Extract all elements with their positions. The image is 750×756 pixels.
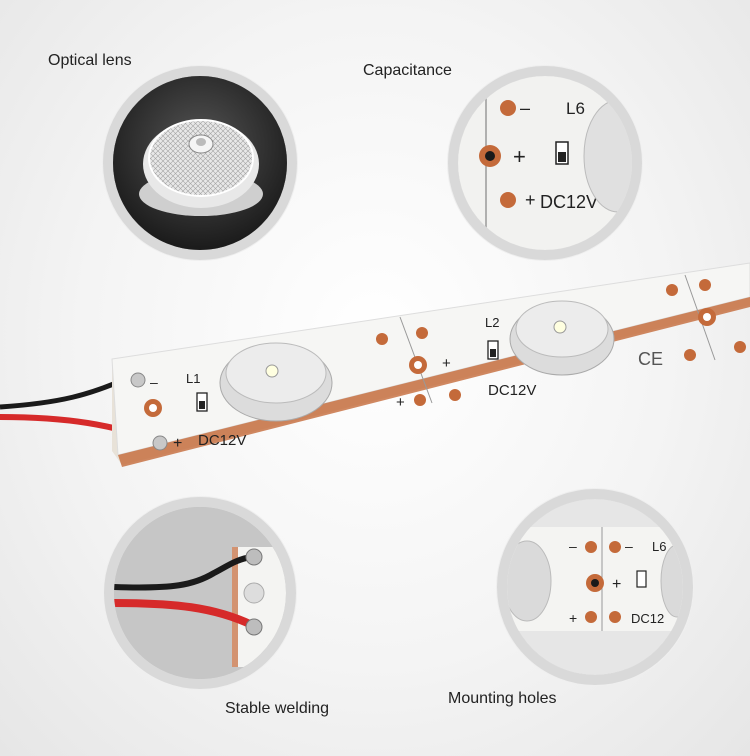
mount-zoom-minus-1: – — [569, 538, 577, 554]
mount-zoom-plus-1: + — [612, 576, 621, 593]
mounting-holes-label: Mounting holes — [448, 690, 557, 707]
strip-voltage-label-2: DC12V — [488, 382, 536, 399]
svg-text:+: + — [525, 190, 536, 210]
capacitance-zoom: – + + L6 DC12V — [448, 66, 642, 260]
mount-zoom-voltage-label: DC12 — [631, 611, 664, 626]
capacitance-label: Capacitance — [363, 62, 452, 79]
mounting-holes-zoom: – – + + L6 DC12 — [497, 489, 693, 685]
stable-welding-zoom — [104, 497, 296, 689]
black-wire — [0, 374, 132, 410]
optical-lens-photo — [113, 76, 287, 250]
svg-text:–: – — [520, 98, 530, 118]
stable-welding-photo — [114, 507, 286, 679]
strip-plus-2: + — [442, 355, 451, 372]
strip-led-label-1: L1 — [186, 371, 200, 386]
ce-mark: CE — [638, 349, 663, 369]
cap-zoom-voltage-label: DC12V — [540, 192, 598, 212]
strip-led-label-2: L2 — [485, 315, 499, 330]
mount-zoom-minus-2: – — [625, 538, 633, 554]
cap-zoom-led-label: L6 — [566, 99, 585, 118]
mount-zoom-plus-2: + — [569, 610, 577, 626]
capacitance-photo: – + + L6 DC12V — [458, 76, 632, 250]
mount-zoom-led-label: L6 — [652, 539, 666, 554]
optical-lens-label: Optical lens — [48, 52, 132, 69]
stable-welding-label: Stable welding — [225, 700, 330, 717]
led-strip-photo: – + + + L1 DC12V L2 DC12V CE — [0, 255, 750, 480]
strip-voltage-label-1: DC12V — [198, 432, 246, 449]
mounting-holes-photo: – – + + L6 DC12 — [507, 499, 683, 675]
strip-plus-1: + — [173, 435, 182, 452]
strip-minus-1: – — [150, 374, 158, 390]
optical-lens-zoom — [103, 66, 297, 260]
strip-plus-3: + — [396, 394, 405, 411]
svg-text:+: + — [513, 144, 526, 169]
